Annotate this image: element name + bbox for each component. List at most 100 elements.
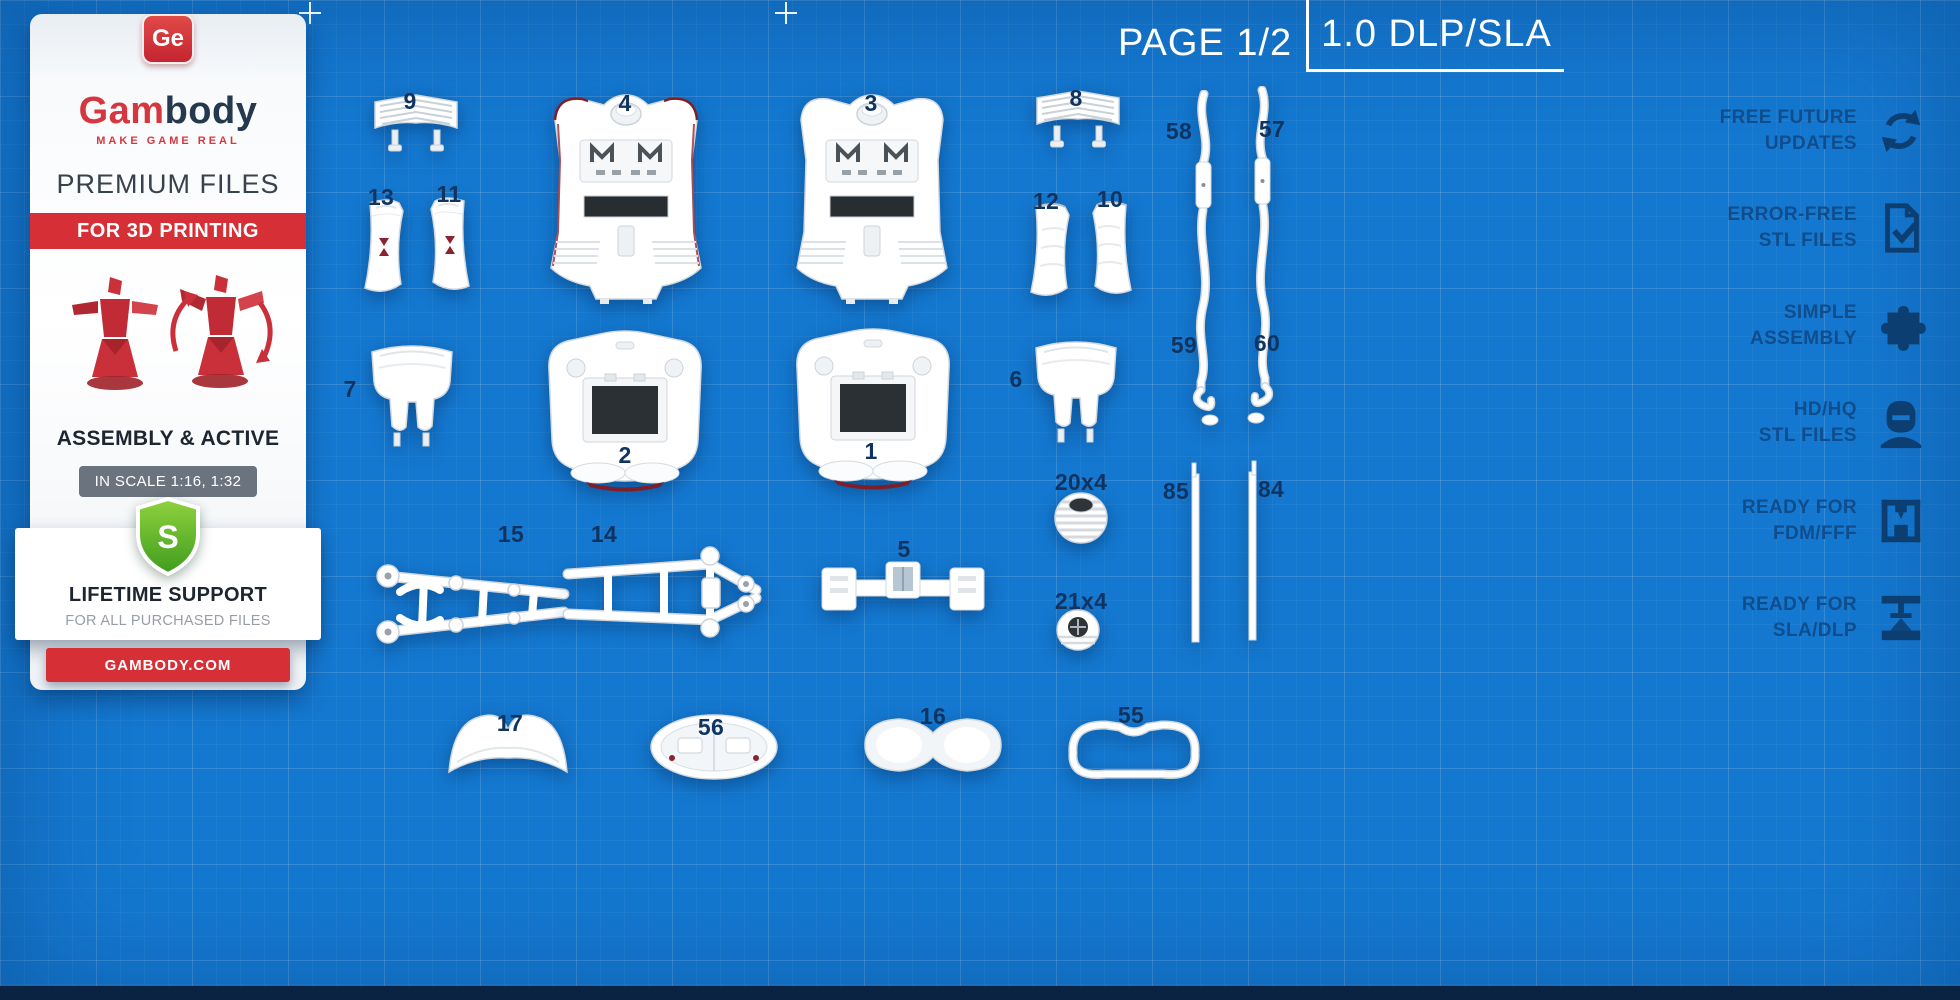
part-3-shape <box>786 84 958 304</box>
feature-line2: STL FILES <box>1758 230 1857 251</box>
bottom-border <box>0 986 1960 1000</box>
fdm-printer-icon <box>1881 499 1921 543</box>
feature-line1: SIMPLE <box>1783 302 1857 324</box>
part-1-shape <box>784 322 962 490</box>
feature-simple-assembly: SIMPLE ASSEMBLY <box>1750 299 1928 353</box>
feature-line2: STL FILES <box>1758 425 1857 446</box>
part-9-label: 9 <box>403 88 417 114</box>
feature-line2: ASSEMBLY <box>1749 328 1857 349</box>
part-16-shape <box>862 716 1004 774</box>
part-17-shape <box>445 704 571 778</box>
page-indicator: PAGE 1/2 <box>1118 22 1293 64</box>
document-check-icon <box>1885 203 1919 253</box>
shield-letter: S <box>157 519 178 555</box>
brand-tagline: MAKE GAME REAL <box>96 135 240 147</box>
feature-line1: READY FOR <box>1741 497 1857 519</box>
part-5-shape <box>820 556 986 618</box>
part-7-shape <box>366 338 458 450</box>
part-20x4-shape <box>1052 488 1110 546</box>
format-box: 1.0 DLP/SLA <box>1306 0 1564 72</box>
part-9-shape <box>372 92 460 164</box>
feature-line2: SLA/DLP <box>1772 620 1857 641</box>
part-56-label: 56 <box>697 714 725 740</box>
part-16-label: 16 <box>919 703 947 729</box>
part-21x4-shape <box>1054 606 1102 654</box>
part-55-label: 55 <box>1117 702 1145 728</box>
brand-name: Gambody <box>30 90 306 133</box>
part-14-shape <box>560 526 768 654</box>
part-6-label: 6 <box>1009 366 1023 392</box>
poses-line: ASSEMBLY & ACTIVE <box>56 427 280 450</box>
hd-model-icon <box>1880 400 1922 449</box>
feature-ready-fdm: READY FOR FDM/FFF <box>1742 494 1928 548</box>
brand-name-accent: Gam <box>78 90 165 132</box>
feature-hd-files: HD/HQ STL FILES <box>1759 396 1928 450</box>
part-2-label: 2 <box>618 442 632 468</box>
part-12-shape <box>1022 200 1076 302</box>
feature-error-free: ERROR-FREE STL FILES <box>1727 201 1928 255</box>
sla-printer-icon <box>1881 595 1921 641</box>
feature-line1: FREE FUTURE <box>1719 107 1857 129</box>
part-56-shape <box>648 712 780 782</box>
part-11-label: 11 <box>436 181 462 207</box>
scale-badge: IN SCALE 1:16, 1:32 <box>78 466 258 497</box>
feature-line1: READY FOR <box>1741 594 1857 616</box>
part-13-label: 13 <box>367 184 395 210</box>
part-6-shape <box>1030 334 1122 446</box>
part-84-shape <box>1246 460 1260 644</box>
feature-line2: UPDATES <box>1764 133 1857 154</box>
feature-line2: FDM/FFF <box>1772 523 1857 544</box>
feature-line1: HD/HQ <box>1793 399 1857 421</box>
part-17-label: 17 <box>496 710 524 736</box>
part-59-label: 59 <box>1170 332 1198 358</box>
part-57-label: 57 <box>1258 116 1286 142</box>
crosshair-mark <box>775 2 797 24</box>
part-57-60-shape <box>1240 86 1280 431</box>
crosshair-mark <box>299 2 321 24</box>
brand-panel: Ge Gambody MAKE GAME REAL PREMIUM FILES … <box>15 14 321 704</box>
website-ribbon: GAMBODY.COM <box>46 648 290 682</box>
purchased-files-line: FOR ALL PURCHASED FILES <box>65 613 271 629</box>
gambody-logo-icon: Ge <box>142 14 194 64</box>
support-shield-icon: S <box>136 496 200 577</box>
logo-letters: Ge <box>151 25 184 52</box>
format-label: 1.0 DLP/SLA <box>1321 13 1552 55</box>
part-4-shape <box>540 84 712 304</box>
part-58-label: 58 <box>1165 118 1193 144</box>
part-14-label: 14 <box>590 521 618 547</box>
lifetime-support-line: LIFETIME SUPPORT <box>68 584 268 606</box>
feature-free-updates: FREE FUTURE UPDATES <box>1720 104 1928 158</box>
part-12-label: 12 <box>1032 188 1060 214</box>
part-4-label: 4 <box>618 90 632 116</box>
part-5-label: 5 <box>897 536 911 562</box>
part-21x4-label: 21x4 <box>1054 588 1108 614</box>
part-11-shape <box>424 194 478 296</box>
assembly-figure <box>72 277 158 390</box>
part-15-label: 15 <box>497 521 525 547</box>
part-84-label: 84 <box>1257 476 1285 502</box>
part-20x4-label: 20x4 <box>1054 469 1108 495</box>
mascot-figures <box>72 275 273 390</box>
part-55-shape <box>1058 708 1210 790</box>
part-13-shape <box>356 196 410 298</box>
part-2-shape <box>536 324 714 492</box>
feature-ready-sla: READY FOR SLA/DLP <box>1742 591 1928 645</box>
for-3d-printing-banner: FOR 3D PRINTING <box>30 213 306 249</box>
part-60-label: 60 <box>1253 330 1281 356</box>
part-3-label: 3 <box>864 90 878 116</box>
part-7-label: 7 <box>343 376 357 402</box>
premium-files-line: PREMIUM FILES <box>56 169 280 199</box>
website-label: GAMBODY.COM <box>104 656 232 674</box>
part-58-59-shape <box>1186 90 1226 430</box>
brand-name-rest: body <box>164 90 258 132</box>
part-8-label: 8 <box>1069 85 1083 111</box>
part-10-shape <box>1086 198 1140 300</box>
sync-arrows-icon <box>1881 109 1921 153</box>
feature-line1: ERROR-FREE <box>1727 204 1857 226</box>
part-85-shape <box>1188 462 1202 646</box>
puzzle-piece-icon <box>1880 305 1926 351</box>
part-85-label: 85 <box>1162 478 1190 504</box>
active-figure <box>170 275 273 388</box>
part-8-shape <box>1034 88 1122 160</box>
